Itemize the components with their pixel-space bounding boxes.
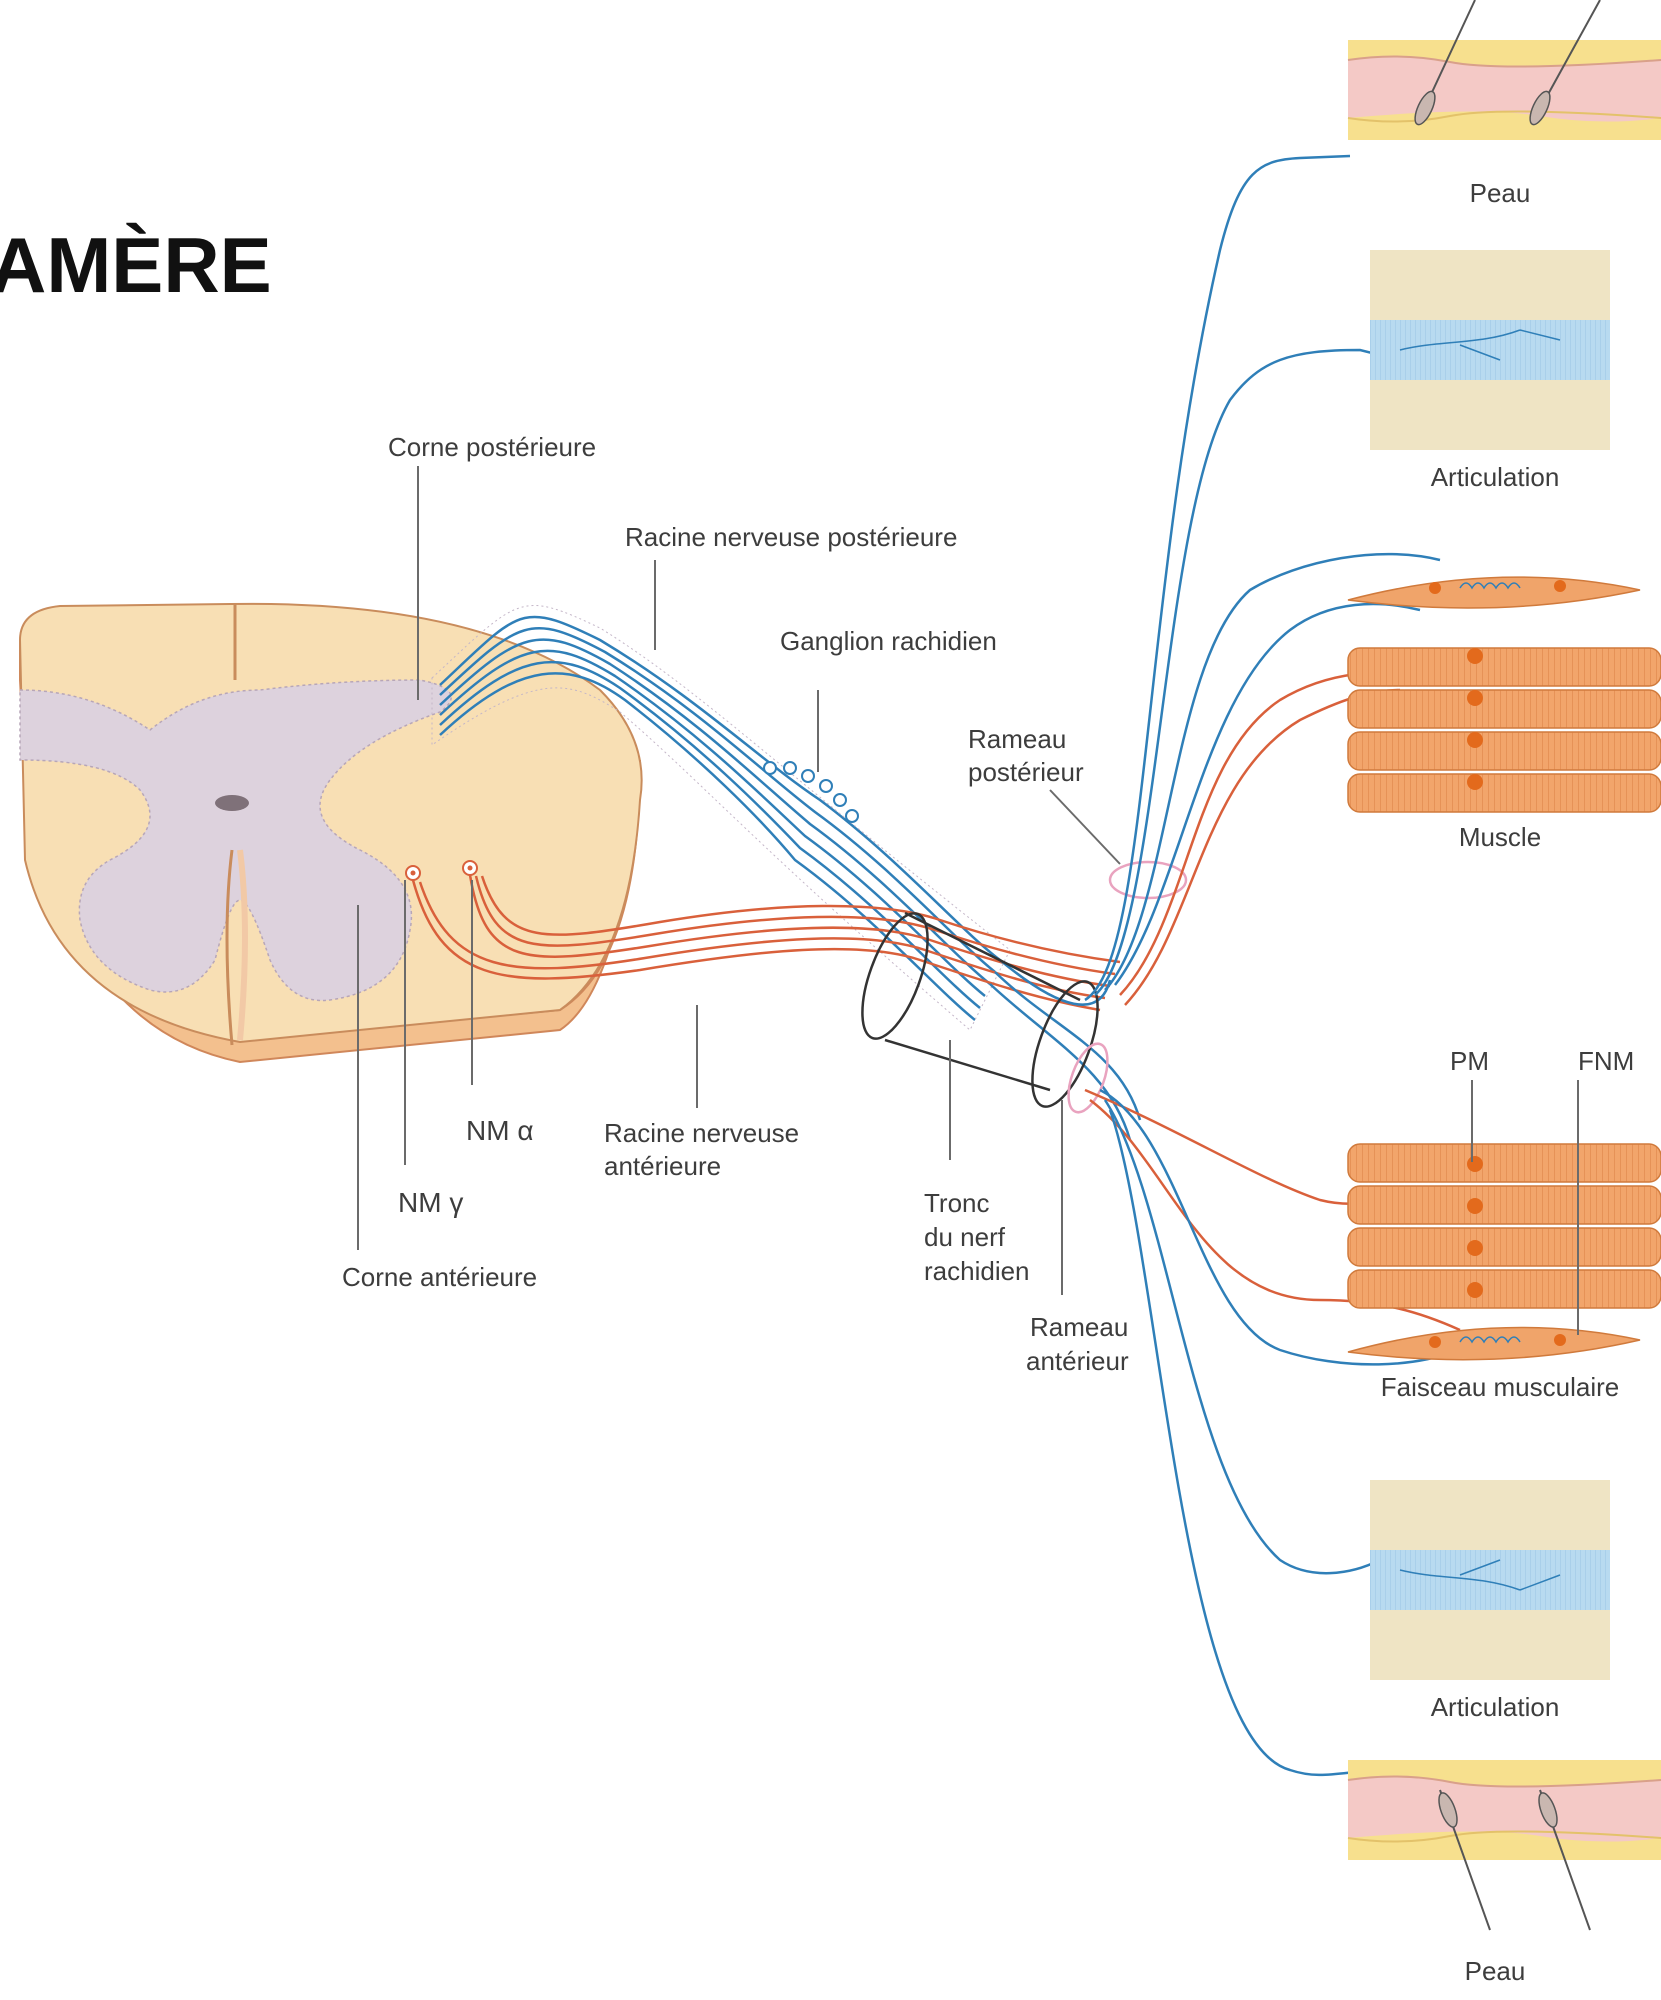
label-racine-anterieure-2: antérieure bbox=[604, 1151, 721, 1181]
muscle-bottom bbox=[1348, 1144, 1661, 1308]
label-articulation-top: Articulation bbox=[1431, 462, 1560, 492]
muscle-top bbox=[1348, 648, 1661, 812]
muscle-spindle-top bbox=[1348, 577, 1640, 608]
label-corne-anterieure: Corne antérieure bbox=[342, 1262, 537, 1292]
label-pm: PM bbox=[1450, 1046, 1489, 1076]
label-racine-anterieure-1: Racine nerveuse bbox=[604, 1118, 799, 1148]
skin-top bbox=[1348, 0, 1661, 140]
label-tronc-1: Tronc bbox=[924, 1188, 990, 1218]
label-fnm: FNM bbox=[1578, 1046, 1634, 1076]
label-nm-gamma: NM γ bbox=[398, 1187, 463, 1218]
label-faisceau: Faisceau musculaire bbox=[1381, 1372, 1619, 1402]
page-title: AMÈRE bbox=[0, 221, 272, 309]
muscle-spindle-bottom bbox=[1348, 1328, 1640, 1360]
label-rameau-posterieur-1: Rameau bbox=[968, 724, 1066, 754]
label-muscle: Muscle bbox=[1459, 822, 1541, 852]
label-rameau-posterieur-2: postérieur bbox=[968, 757, 1084, 787]
label-racine-posterieure: Racine nerveuse postérieure bbox=[625, 522, 957, 552]
label-tronc-3: rachidien bbox=[924, 1256, 1030, 1286]
label-nm-alpha: NM α bbox=[466, 1115, 534, 1146]
label-peau-top: Peau bbox=[1470, 178, 1531, 208]
ganglion-rachidien bbox=[764, 762, 858, 822]
label-articulation-bottom: Articulation bbox=[1431, 1692, 1560, 1722]
skin-bottom bbox=[1348, 1760, 1661, 1930]
joint-bottom bbox=[1370, 1480, 1610, 1680]
joint-top bbox=[1370, 250, 1610, 450]
label-peau-bottom: Peau bbox=[1465, 1956, 1526, 1986]
label-tronc-2: du nerf bbox=[924, 1222, 1006, 1252]
label-ganglion: Ganglion rachidien bbox=[780, 626, 997, 656]
label-rameau-anterieur-1: Rameau bbox=[1030, 1312, 1128, 1342]
label-corne-posterieure: Corne postérieure bbox=[388, 432, 596, 462]
label-rameau-anterieur-2: antérieur bbox=[1026, 1346, 1129, 1376]
